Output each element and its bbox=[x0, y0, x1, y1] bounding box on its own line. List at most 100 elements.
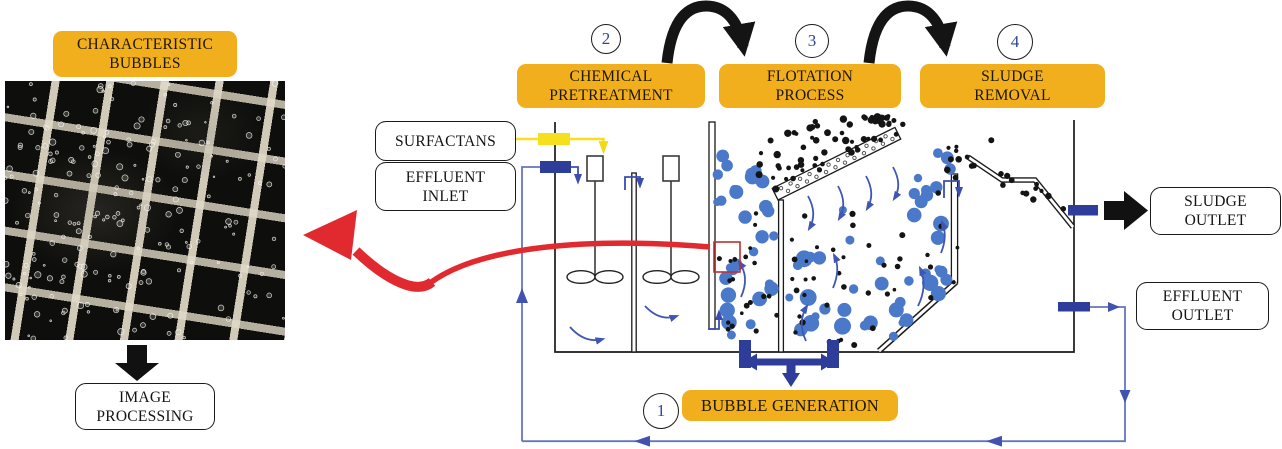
decorative-dot bbox=[955, 156, 962, 163]
decorative-dot bbox=[930, 286, 947, 302]
decorative-dot bbox=[42, 143, 48, 149]
decorative-dot bbox=[944, 166, 951, 174]
decorative-dot bbox=[906, 207, 922, 223]
decorative-dot bbox=[37, 201, 41, 205]
decorative-dot bbox=[753, 328, 759, 334]
step-number: 2 bbox=[601, 29, 611, 48]
decorative-dot bbox=[15, 282, 22, 289]
decorative-dot bbox=[767, 137, 774, 144]
decorative-dot bbox=[908, 188, 920, 200]
decorative-dot bbox=[793, 287, 800, 294]
decorative-dot bbox=[795, 250, 813, 268]
decorative-dot bbox=[62, 257, 68, 263]
decorative-dot bbox=[246, 290, 251, 295]
red-zoom-arrow bbox=[303, 210, 711, 292]
decorative-dot bbox=[29, 82, 33, 86]
decorative-dot bbox=[913, 173, 923, 183]
label-line: SLUDGE bbox=[1184, 193, 1247, 210]
recirculation-line bbox=[516, 166, 1131, 447]
decorative-dot bbox=[30, 112, 37, 119]
decorative-dot bbox=[716, 195, 727, 206]
label-line: OUTLET bbox=[1171, 307, 1234, 324]
decorative-dot bbox=[988, 137, 995, 144]
decorative-dot bbox=[848, 284, 859, 294]
decorative-dot bbox=[841, 284, 847, 290]
decorative-dot bbox=[845, 146, 852, 153]
decorative-dot bbox=[144, 204, 151, 212]
decorative-dot bbox=[878, 137, 883, 143]
decorative-dot bbox=[175, 151, 181, 158]
decorative-dot bbox=[855, 147, 861, 153]
bubble-photo bbox=[5, 81, 285, 340]
decorative-dot bbox=[807, 171, 812, 177]
decorative-dot bbox=[1023, 190, 1030, 197]
decorative-dot bbox=[740, 311, 744, 316]
decorative-dot bbox=[108, 274, 112, 278]
decorative-dot bbox=[31, 294, 37, 300]
decorative-dot bbox=[34, 271, 42, 279]
decorative-dot bbox=[115, 309, 118, 312]
decorative-dot bbox=[181, 177, 188, 184]
decorative-dot bbox=[880, 141, 886, 146]
decorative-dot bbox=[800, 168, 805, 173]
chemical-pretreatment-label: CHEMICAL PRETREATMENT bbox=[517, 64, 705, 108]
decorative-dot bbox=[185, 139, 188, 142]
decorative-dot bbox=[80, 270, 88, 278]
decorative-dot bbox=[206, 194, 211, 199]
decorative-dot bbox=[755, 230, 769, 244]
decorative-dot bbox=[720, 287, 737, 303]
decorative-dot bbox=[809, 124, 816, 131]
decorative-dot bbox=[184, 241, 188, 244]
decorative-dot bbox=[743, 254, 749, 260]
decorative-dot bbox=[53, 192, 59, 198]
label-line: EFFLUENT bbox=[1162, 288, 1243, 305]
decorative-dot bbox=[155, 177, 161, 183]
decorative-dot bbox=[271, 264, 277, 270]
decorative-dot bbox=[149, 313, 157, 320]
surfactans-label: SURFACTANS bbox=[375, 121, 516, 161]
separation-wall bbox=[708, 121, 716, 330]
decorative-dot bbox=[91, 160, 99, 168]
decorative-dot bbox=[1030, 196, 1037, 203]
decorative-dot bbox=[23, 262, 29, 268]
decorative-dot bbox=[954, 144, 959, 149]
decorative-dot bbox=[93, 214, 97, 219]
decorative-dot bbox=[49, 138, 57, 146]
decorative-dot bbox=[712, 169, 723, 180]
step-number: 4 bbox=[1010, 32, 1020, 51]
decorative-dot bbox=[158, 242, 162, 246]
particle-cloud bbox=[716, 113, 1067, 348]
decorative-dot bbox=[216, 261, 220, 264]
decorative-dot bbox=[824, 129, 831, 137]
sludge-valve bbox=[1068, 205, 1098, 216]
decorative-dot bbox=[173, 103, 178, 107]
decorative-dot bbox=[719, 271, 733, 285]
decorative-dot bbox=[88, 234, 92, 239]
step-number: 1 bbox=[656, 401, 666, 420]
decorative-dot bbox=[772, 185, 780, 193]
decorative-dot bbox=[891, 118, 897, 123]
decorative-dot bbox=[125, 283, 132, 290]
decorative-dot bbox=[165, 211, 172, 218]
decorative-dot bbox=[144, 227, 151, 233]
decorative-dot bbox=[755, 171, 763, 179]
decorative-dot bbox=[110, 251, 117, 258]
decorative-dot bbox=[166, 331, 172, 336]
inlet-arrow bbox=[571, 166, 583, 185]
decorative-dot bbox=[1033, 186, 1039, 192]
decorative-dot bbox=[935, 190, 941, 196]
decorative-dot bbox=[49, 319, 52, 322]
decorative-dot bbox=[799, 289, 817, 306]
decorative-dot bbox=[71, 159, 76, 164]
decorative-dot bbox=[76, 124, 82, 129]
step-circle-3: 3 bbox=[795, 24, 829, 58]
decorative-dot bbox=[871, 146, 876, 151]
decorative-dot bbox=[821, 149, 828, 156]
decorative-dot bbox=[19, 292, 23, 296]
decorative-dot bbox=[266, 181, 273, 188]
decorative-dot bbox=[849, 210, 856, 217]
decorative-dot bbox=[797, 176, 803, 181]
decorative-dot bbox=[44, 125, 50, 131]
decorative-dot bbox=[129, 190, 134, 196]
